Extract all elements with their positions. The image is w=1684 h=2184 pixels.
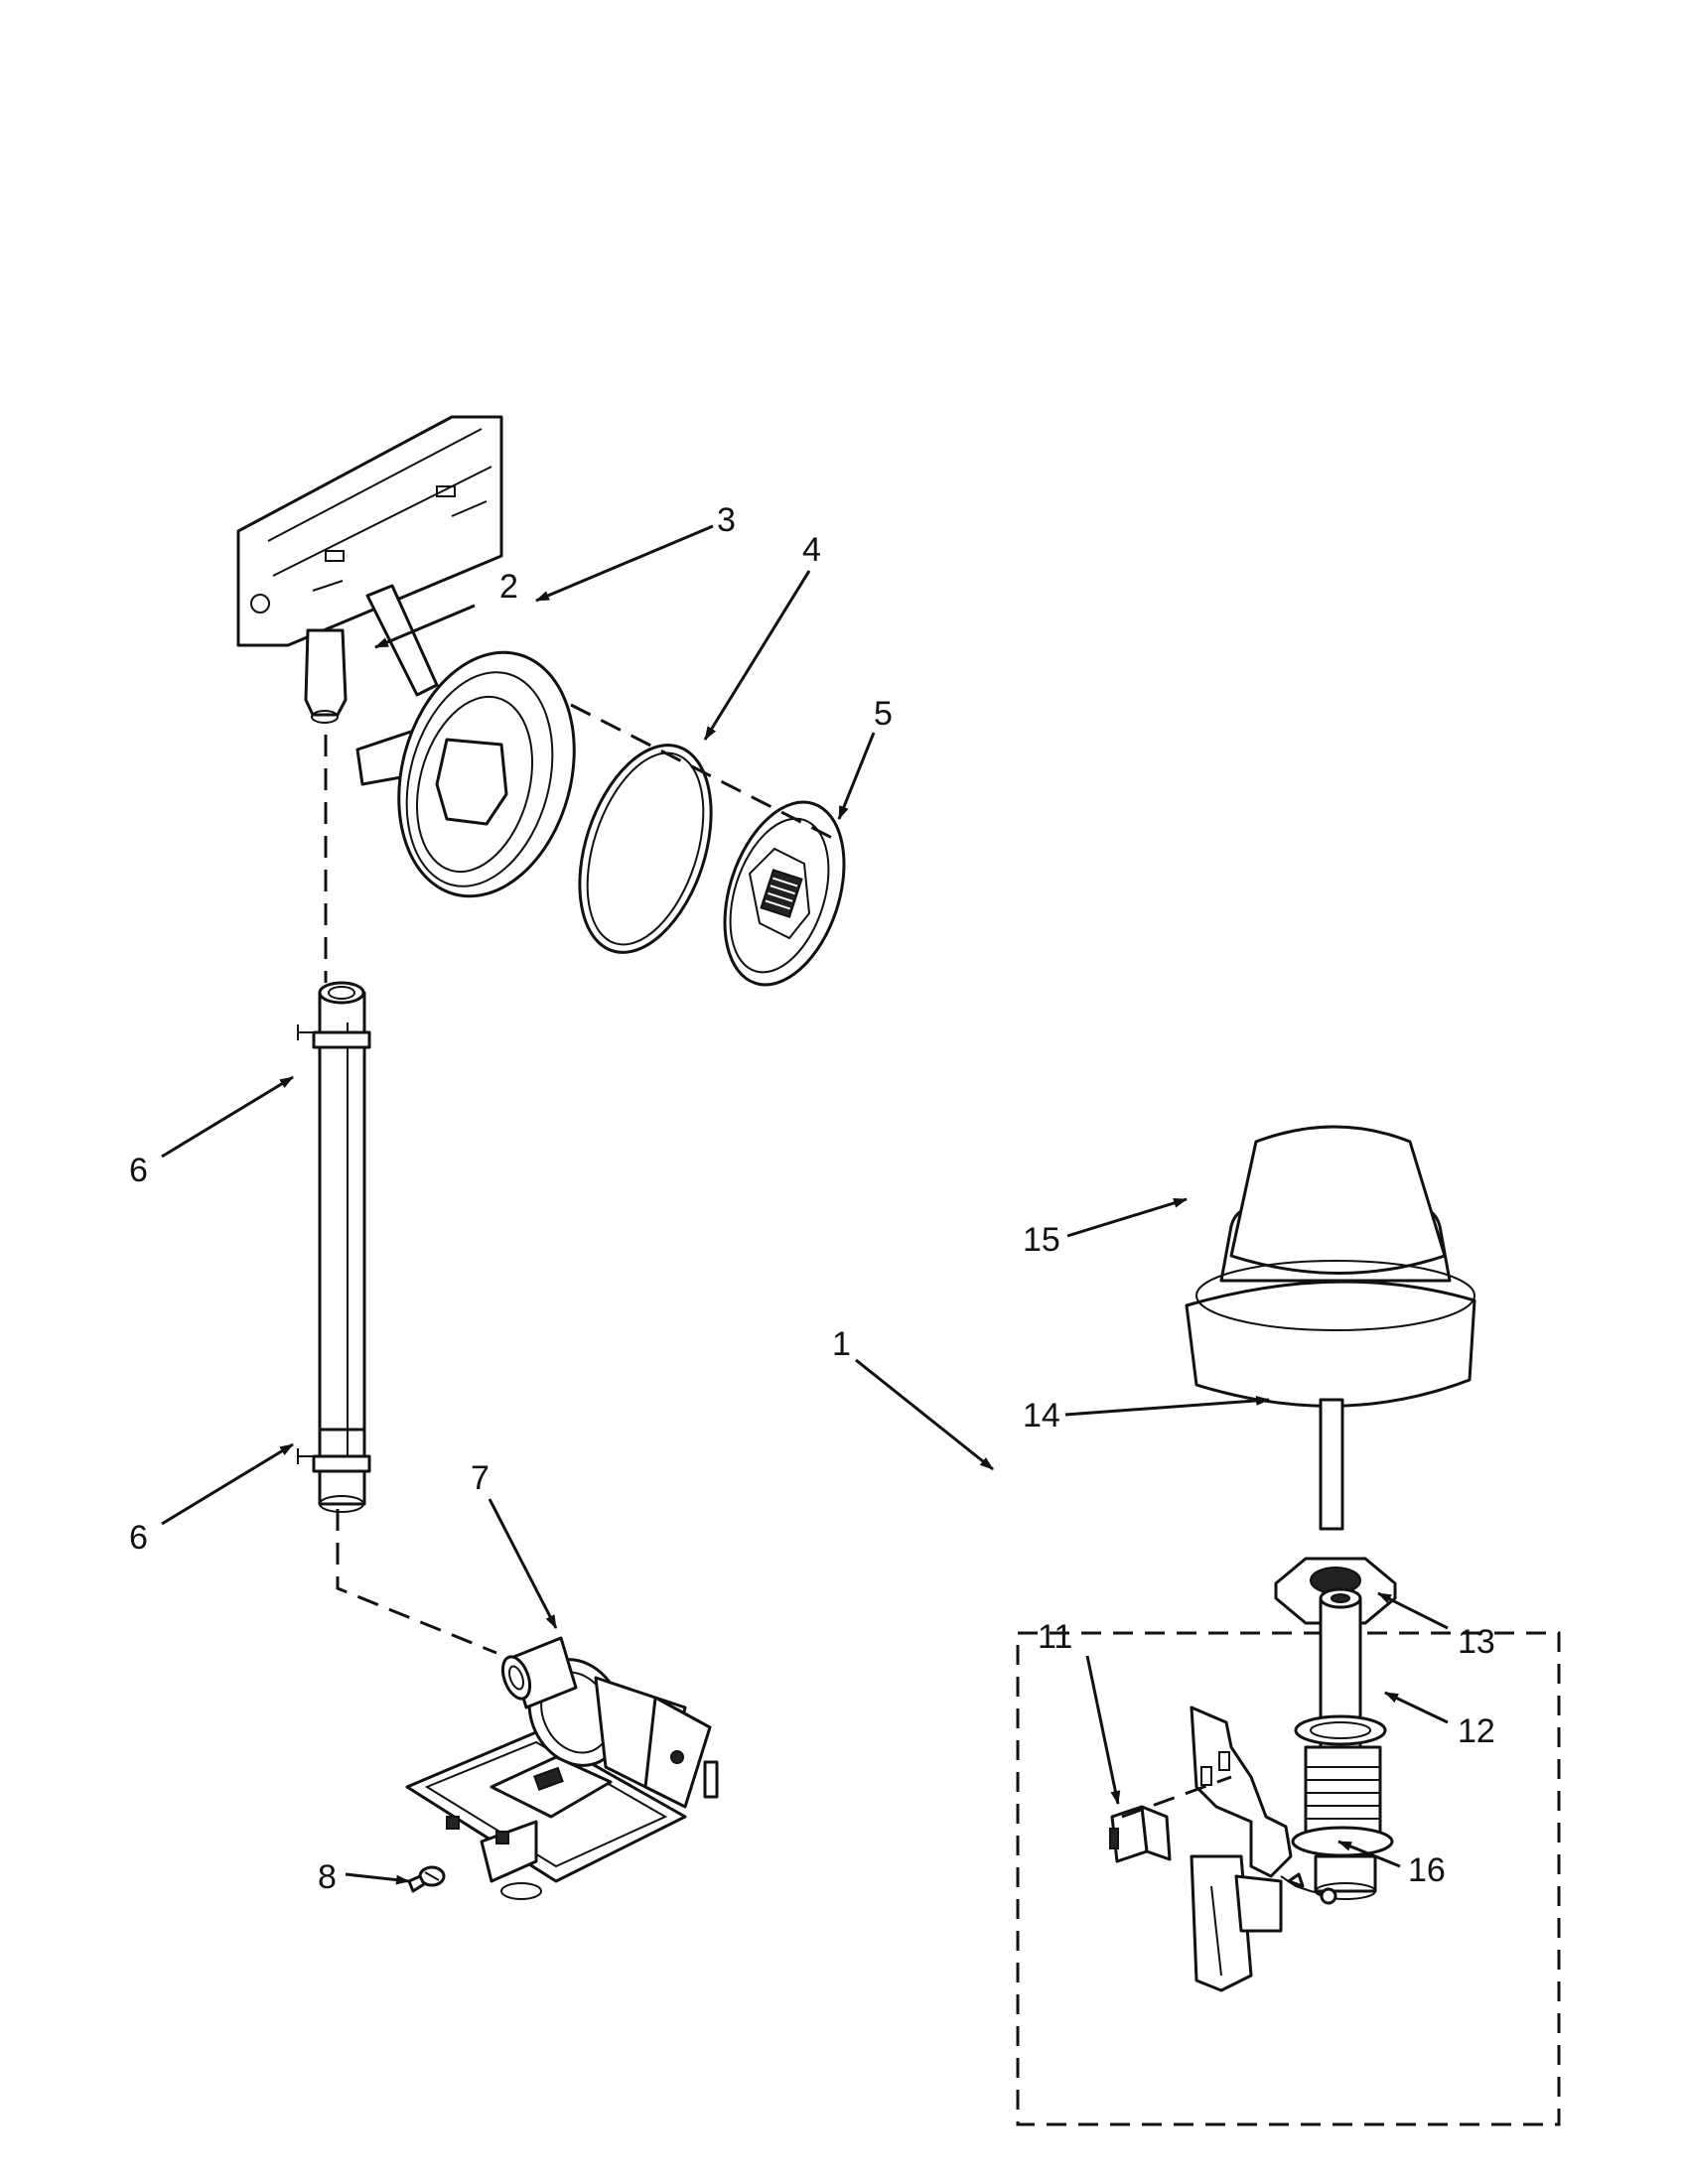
callout-13: 13 — [1458, 1623, 1495, 1661]
callout-11: 11 — [1038, 1618, 1072, 1656]
callout-2: 2 — [499, 568, 518, 606]
part-6-clamp-bottom — [297, 1448, 371, 1473]
assembly-line-switch-to-bracket — [1121, 1775, 1232, 1819]
part-4-ring-seal — [578, 744, 713, 954]
callout-14: 14 — [1023, 1397, 1060, 1434]
callout-1: 1 — [832, 1325, 851, 1363]
part-13-washer — [1294, 1714, 1387, 1746]
part-12-spring — [1291, 1745, 1394, 1900]
part-5-filter-cap — [723, 800, 846, 987]
part-8-screw — [407, 1865, 446, 1893]
leader-arrows — [161, 524, 1449, 1885]
part-7-valve-assembly — [405, 1636, 719, 1900]
part-3-housing-bracket — [236, 415, 576, 898]
part-2-tube — [318, 981, 366, 1513]
part-11-micro-switch — [1109, 1805, 1172, 1863]
callout-4: 4 — [802, 531, 821, 569]
assembly-line-disc-to-cap — [570, 703, 835, 841]
callout-16: 16 — [1408, 1851, 1446, 1889]
part-15-float — [1185, 1125, 1476, 1531]
callout-3: 3 — [717, 501, 736, 539]
assembly-line-tube-to-valve — [336, 1509, 497, 1655]
callout-7: 7 — [471, 1459, 490, 1497]
part-6-clamp-top — [297, 1024, 371, 1049]
callout-6-bottom: 6 — [129, 1519, 148, 1557]
assembly-1-boundary — [1016, 1631, 1561, 2126]
part-14-hex-nut — [1274, 1557, 1397, 1625]
callout-12: 12 — [1458, 1712, 1495, 1750]
callout-5: 5 — [874, 695, 893, 733]
callout-15: 15 — [1023, 1221, 1060, 1259]
callout-8: 8 — [318, 1858, 337, 1896]
assembly-1-bracket — [1190, 1706, 1293, 1992]
part-16-lever — [1280, 1872, 1337, 1905]
callout-6-top: 6 — [129, 1152, 148, 1189]
